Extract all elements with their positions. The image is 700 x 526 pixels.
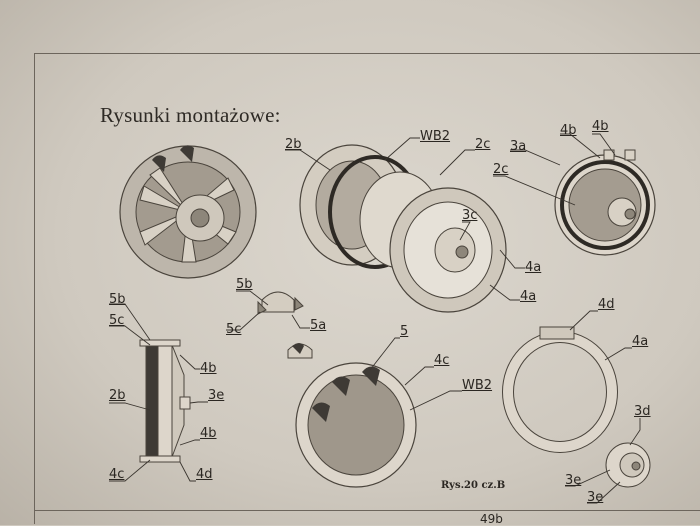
label-4b-a: 4b — [560, 123, 577, 138]
label-2c-top: 2c — [475, 137, 491, 152]
label-wb2-top: WB2 — [420, 129, 451, 144]
ring-bottom-right — [502, 326, 618, 453]
label-3c: 3c — [462, 208, 478, 223]
wheel-top-right — [554, 149, 656, 256]
label-4b-left2: 4b — [200, 426, 217, 441]
label-3e-r1: 3e — [565, 473, 582, 488]
label-4a-mid2: 4a — [520, 289, 537, 304]
label-3e-r2: 3e — [587, 490, 604, 505]
label-5a: 5a — [310, 318, 327, 333]
page-title: Rysunki montażowe: — [100, 103, 281, 127]
label-2c-right: 2c — [493, 162, 509, 177]
hub-3d — [605, 442, 651, 488]
label-2b-left: 2b — [109, 388, 126, 403]
wheel-assembled-left — [119, 145, 257, 279]
rim-bottom-center — [295, 362, 417, 488]
drawing-frame — [34, 53, 700, 524]
label-3e-left: 3e — [208, 388, 225, 403]
bottom-rule — [34, 510, 700, 511]
label-3a: 3a — [510, 139, 527, 154]
label-4c-left: 4c — [109, 467, 125, 482]
label-4d-right: 4d — [598, 297, 615, 312]
label-4a-mid: 4a — [525, 260, 542, 275]
label-5c-left: 5c — [109, 313, 125, 328]
page-number: 49b — [480, 512, 503, 526]
leader-lines — [109, 133, 641, 504]
label-4d-left: 4d — [196, 467, 213, 482]
label-4c-mid: 4c — [434, 353, 450, 368]
label-4b-b: 4b — [592, 119, 609, 134]
small-parts-5 — [257, 291, 313, 359]
label-5c-mid: 5c — [226, 322, 242, 337]
label-5: 5 — [400, 324, 409, 339]
figure-caption: Rys.20 cz.B — [441, 480, 506, 491]
label-3d: 3d — [634, 404, 651, 419]
label-4a-right: 4a — [632, 334, 649, 349]
label-wb2-mid: WB2 — [462, 378, 493, 393]
label-4b-left: 4b — [200, 361, 217, 376]
label-5b-mid: 5b — [236, 277, 253, 292]
label-2b-top: 2b — [285, 137, 302, 152]
label-5b-left: 5b — [109, 292, 126, 307]
wheel-exploded-center — [299, 144, 507, 313]
wheel-side-view — [139, 339, 191, 463]
